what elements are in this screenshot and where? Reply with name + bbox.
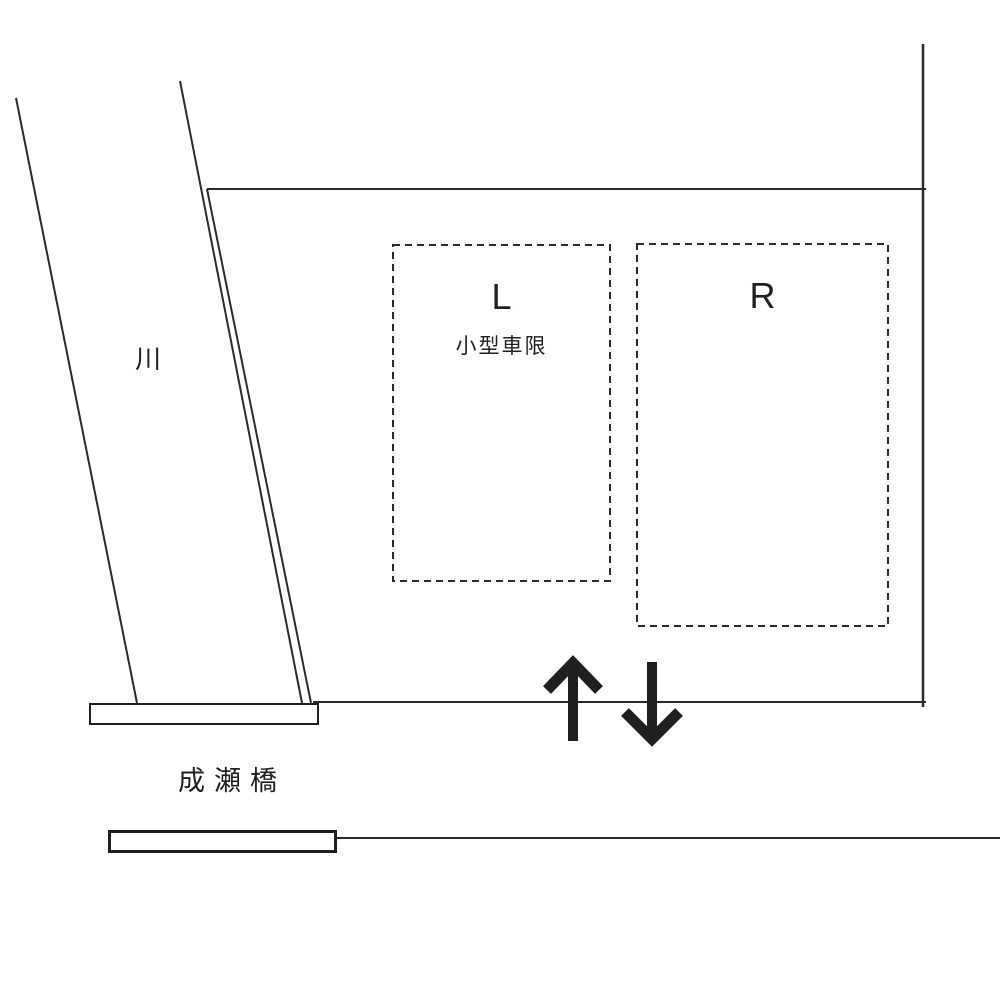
river-left-bank-line (15, 97, 138, 704)
bridge-shape (89, 703, 319, 725)
zone-r-box (636, 243, 889, 627)
down-arrow-icon (621, 662, 683, 747)
zone-l-box (392, 244, 611, 582)
road-segment-shape (108, 830, 337, 853)
river-label: 川 (134, 344, 161, 374)
up-arrow-icon (543, 655, 603, 741)
riverside-boundary-line (206, 188, 312, 704)
zone-r-label: R (749, 275, 776, 316)
zone-l-labels: L 小型車限 (393, 245, 610, 359)
zone-l-note: 小型車限 (455, 335, 548, 358)
zone-l-label: L (491, 276, 512, 317)
zone-r-labels: R (637, 244, 888, 317)
bridge-label: 成瀬橋 (178, 766, 286, 796)
river-right-bank-line (179, 80, 303, 704)
